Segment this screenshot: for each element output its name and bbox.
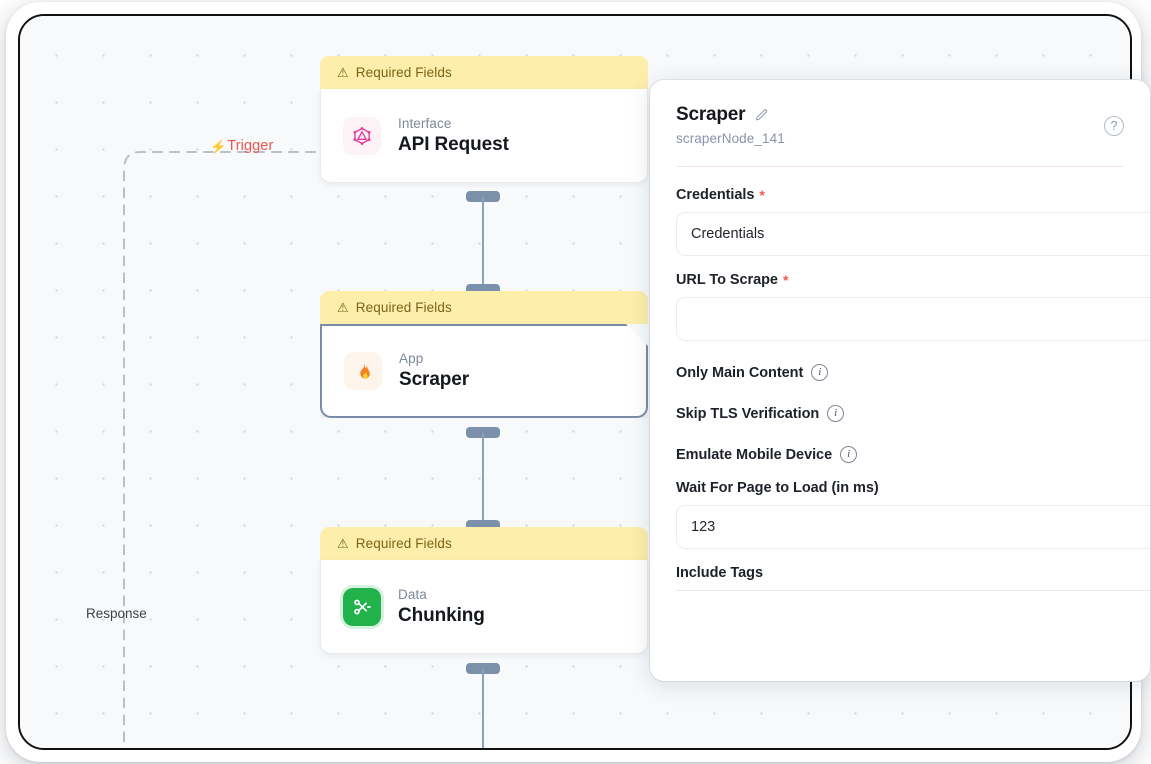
include-tags-rule <box>676 590 1150 591</box>
node-body[interactable]: Data Chunking <box>320 560 648 654</box>
node-kind-label: Data <box>398 586 427 602</box>
help-glyph: ? <box>1110 119 1118 133</box>
trigger-label-text: Trigger <box>227 138 274 154</box>
flame-icon <box>344 352 382 390</box>
edge-wire-2 <box>482 433 484 523</box>
toggle-label: Skip TLS Verification <box>676 405 820 422</box>
node-kind-label: Interface <box>398 115 452 131</box>
node-handle-source-3[interactable] <box>466 663 500 674</box>
info-icon[interactable]: i <box>811 364 829 381</box>
node-title-label: API Request <box>398 133 509 155</box>
node-title-label: Scraper <box>399 369 470 390</box>
response-label: Response <box>86 606 147 621</box>
credentials-select[interactable]: Credentials <box>676 212 1150 256</box>
node-warning-text: Required Fields <box>355 300 452 315</box>
node-warning-banner: ⚠ Required Fields <box>320 56 648 89</box>
panel-title-row: Scraper <box>676 104 1124 126</box>
field-label: Include Tags <box>676 565 1124 581</box>
node-body[interactable]: Interface API Request <box>320 89 648 183</box>
info-icon[interactable]: i <box>827 405 845 422</box>
node-handle-source-2[interactable] <box>466 427 500 438</box>
node-title-label: Chunking <box>398 604 485 626</box>
field-label-text: Credentials <box>676 187 755 203</box>
node-kind-label: App <box>399 351 424 366</box>
node-warning-text: Required Fields <box>355 536 452 551</box>
required-marker: * <box>759 187 765 203</box>
node-id-label: scraperNode_141 <box>676 131 785 146</box>
graphql-icon <box>343 116 381 155</box>
node-chunking[interactable]: ⚠ Required Fields Data Chunking <box>320 527 648 654</box>
toggle-skip-tls-verification[interactable]: Skip TLS Verification i <box>676 398 1124 429</box>
node-handle-target-3[interactable] <box>466 520 500 531</box>
toggle-label: Emulate Mobile Device <box>676 446 833 463</box>
warning-triangle-icon: ⚠ <box>337 300 349 315</box>
node-text: App Scraper <box>399 351 469 391</box>
field-label-text: Wait For Page to Load (in ms) <box>676 480 879 496</box>
toggle-only-main-content[interactable]: Only Main Content i <box>676 357 1124 388</box>
info-icon[interactable]: i <box>840 446 858 463</box>
node-handle-target-2[interactable] <box>466 284 500 295</box>
question-mark-icon[interactable]: ? <box>1104 116 1124 136</box>
field-wait-for-page-to-load: Wait For Page to Load (in ms) 123 <box>676 480 1150 549</box>
panel-header: Scraper scraperNode_141 ? <box>650 80 1150 146</box>
panel-divider <box>676 166 1124 167</box>
node-inspector-panel: Scraper scraperNode_141 ? Credentials * <box>650 80 1150 681</box>
node-warning-banner: ⚠ Required Fields <box>320 291 648 324</box>
credentials-value: Credentials <box>691 226 765 242</box>
pencil-icon[interactable] <box>754 108 769 123</box>
toggle-label: Only Main Content <box>676 364 804 381</box>
trigger-label: ⚡ Trigger <box>210 138 273 154</box>
info-glyph: i <box>847 448 851 460</box>
info-glyph: i <box>818 366 822 378</box>
node-text: Interface API Request <box>398 116 509 156</box>
info-glyph: i <box>834 407 838 419</box>
node-scraper[interactable]: ⚠ Required Fields App Scraper <box>320 291 648 418</box>
warning-triangle-icon: ⚠ <box>337 65 349 80</box>
scissors-icon <box>343 587 381 626</box>
lightning-bolt-icon: ⚡ <box>210 138 227 154</box>
panel-body: Credentials * Credentials URL To Scrape … <box>650 167 1150 591</box>
field-label: Credentials * <box>676 187 1124 203</box>
node-warning-text: Required Fields <box>355 65 452 80</box>
wait-for-page-input[interactable]: 123 <box>676 505 1150 549</box>
field-label: URL To Scrape * <box>676 272 1124 288</box>
wait-for-page-value: 123 <box>691 519 716 535</box>
field-url-to-scrape: URL To Scrape * <box>676 272 1150 341</box>
node-text: Data Chunking <box>398 587 485 627</box>
field-include-tags: Include Tags <box>676 565 1150 591</box>
edge-wire-1 <box>482 197 484 289</box>
required-marker: * <box>782 272 789 288</box>
field-label: Wait For Page to Load (in ms) <box>676 480 1124 496</box>
node-body[interactable]: App Scraper <box>320 324 648 418</box>
field-label-text: URL To Scrape <box>676 272 778 288</box>
url-to-scrape-input[interactable] <box>676 297 1150 341</box>
node-warning-banner: ⚠ Required Fields <box>320 527 648 560</box>
field-label-text: Include Tags <box>676 565 763 581</box>
node-handle-source-1[interactable] <box>466 191 500 202</box>
toggle-emulate-mobile-device[interactable]: Emulate Mobile Device i <box>676 439 1124 470</box>
edge-wire-3 <box>482 669 484 748</box>
field-credentials: Credentials * Credentials <box>676 187 1150 256</box>
warning-triangle-icon: ⚠ <box>337 536 349 551</box>
page-title: Scraper <box>676 104 746 125</box>
node-api-request[interactable]: ⚠ Required Fields <box>320 56 648 183</box>
